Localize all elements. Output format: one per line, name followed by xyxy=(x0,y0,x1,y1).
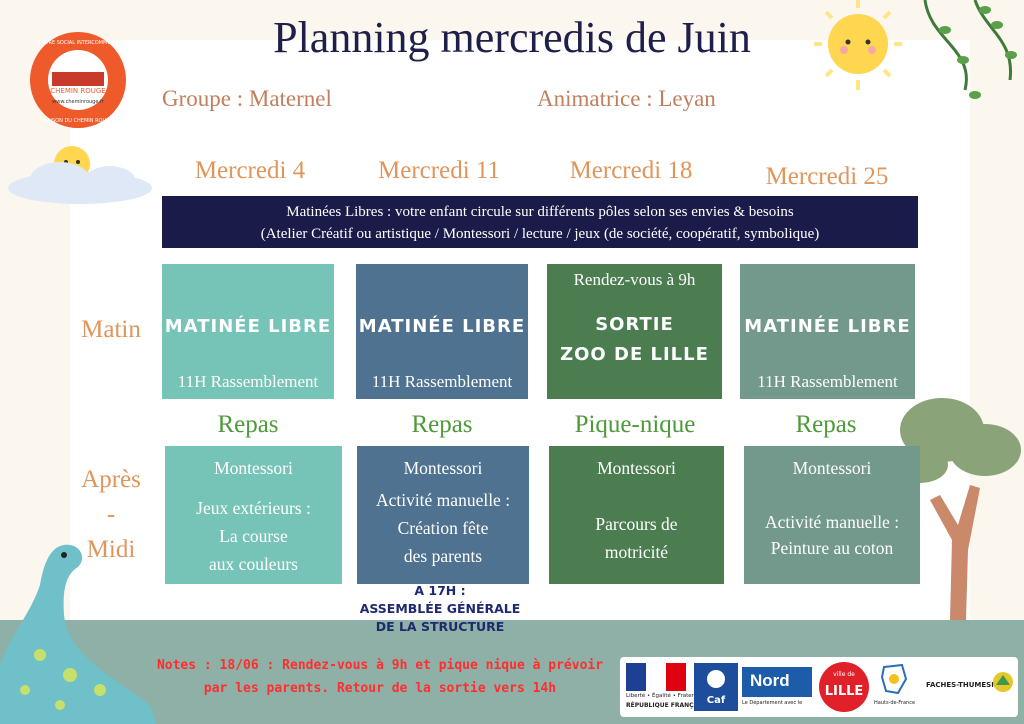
lunch-label-3: Pique-nique xyxy=(574,411,696,438)
afternoon-card-4-line-2: Peinture au coton xyxy=(770,538,894,558)
sun-cloud-icon xyxy=(8,146,152,204)
afternoon-card-1-line-2: La course xyxy=(219,526,288,546)
group-label: Groupe : Maternel xyxy=(162,86,332,111)
morning-card-4: MATINÉE LIBRE 11H Rassemblement xyxy=(740,264,915,399)
lille-sub: ville de xyxy=(833,671,855,678)
general-assembly-note: A 17H : ASSEMBLÉE GÉNÉRALE DE LA STRUCTU… xyxy=(340,582,540,636)
afternoon-card-1-line-3: aux couleurs xyxy=(209,554,298,574)
morning-card-2-title: MATINÉE LIBRE xyxy=(358,316,526,337)
lunch-label-4: Repas xyxy=(795,411,857,438)
row-label-afternoon-1: Après xyxy=(81,466,141,493)
animator-label: Animatrice : Leyan xyxy=(537,86,716,111)
morning-card-3-subtitle: ZOO DE LILLE xyxy=(560,344,709,365)
afternoon-card-2-title: Montessori xyxy=(403,458,483,478)
morning-card-1-title: MATINÉE LIBRE xyxy=(164,316,332,337)
afternoon-card-3: Montessori Parcours de motricité xyxy=(549,446,724,584)
lunch-label-2: Repas xyxy=(411,411,473,438)
banner-line-1: Matinées Libres : votre enfant circule s… xyxy=(286,204,794,220)
day-header-1: Mercredi 4 xyxy=(194,157,306,184)
afternoon-card-2-line-3: des parents xyxy=(403,546,483,566)
morning-card-2-footer: 11H Rassemblement xyxy=(371,372,513,391)
lunch-label-1: Repas xyxy=(217,411,279,438)
morning-card-1: MATINÉE LIBRE 11H Rassemblement xyxy=(162,264,334,399)
dinosaur-icon xyxy=(0,544,156,724)
day-header-4: Mercredi 25 xyxy=(765,163,889,190)
afternoon-card-1-line-1: Jeux extérieurs : xyxy=(196,498,311,518)
notes-text: Notes : 18/06 : Rendez-vous à 9h et piqu… xyxy=(130,654,630,700)
page-title: Planning mercredis de Juin xyxy=(273,13,751,62)
morning-card-2: MATINÉE LIBRE 11H Rassemblement xyxy=(356,264,528,399)
afternoon-card-1-title: Montessori xyxy=(214,458,293,478)
assembly-line-2: ASSEMBLÉE GÉNÉRALE xyxy=(359,601,521,616)
faches-logo-icon xyxy=(993,672,1013,692)
row-label-afternoon-3: Midi xyxy=(86,536,136,563)
row-label-morning: Matin xyxy=(81,316,141,343)
afternoon-card-2: Montessori Activité manuelle : Création … xyxy=(357,446,529,584)
afternoon-card-4: Montessori Activité manuelle : Peinture … xyxy=(744,446,920,584)
afternoon-card-4-title: Montessori xyxy=(792,458,872,478)
logo-bottom: MAISON DU CHEMIN ROUGE xyxy=(43,118,113,124)
row-label-afternoon-2: - xyxy=(106,501,116,528)
caf-logo-icon: Caf xyxy=(694,663,738,711)
morning-card-4-title: MATINÉE LIBRE xyxy=(744,316,911,337)
logo-name: CHEMIN ROUGE xyxy=(50,87,105,95)
logo-url: www.cheminrouge.fr xyxy=(52,99,105,105)
afternoon-card-2-line-2: Création fête xyxy=(397,518,489,538)
afternoon-card-2-line-1: Activité manuelle : xyxy=(375,490,511,510)
row-label-afternoon: Après - Midi xyxy=(66,462,156,567)
caf-text: Caf xyxy=(707,695,726,706)
republique-francaise-flag-icon xyxy=(626,663,686,691)
afternoon-card-1: Montessori Jeux extérieurs : La course a… xyxy=(165,446,342,584)
rf-name: RÉPUBLIQUE FRANÇAISE xyxy=(626,702,709,709)
sun-icon xyxy=(814,0,902,90)
rf-motto: Liberté • Égalité • Fraternité xyxy=(626,693,705,699)
vine-decoration-icon xyxy=(923,0,1017,99)
region-logo-icon xyxy=(880,663,908,695)
centre-social-logo: CHEMIN ROUGE www.cheminrouge.fr CENTRE S… xyxy=(30,32,126,128)
afternoon-card-3-title: Montessori xyxy=(597,458,676,478)
faches-label: FACHES-THUMESNIL xyxy=(926,681,1005,689)
notes-line-2: par les parents. Retour de la sortie ver… xyxy=(203,681,557,696)
afternoon-card-4-line-1: Activité manuelle : xyxy=(764,512,900,532)
day-header-2: Mercredi 11 xyxy=(378,157,500,184)
nord-logo: Nord xyxy=(742,667,812,697)
nord-text: Nord xyxy=(750,671,790,690)
afternoon-card-3-line-1: Parcours de xyxy=(595,514,678,534)
morning-card-3-note: Rendez-vous à 9h xyxy=(573,270,696,289)
morning-card-3-title: SORTIE xyxy=(595,314,674,335)
morning-card-4-footer: 11H Rassemblement xyxy=(757,372,898,391)
assembly-line-3: DE LA STRUCTURE xyxy=(375,619,505,634)
logo-top: CENTRE SOCIAL INTERCOMMUNAL xyxy=(35,40,121,46)
banner-line-2: (Atelier Créatif ou artistique / Montess… xyxy=(260,226,820,242)
morning-card-3: Rendez-vous à 9h SORTIE ZOO DE LILLE xyxy=(547,264,722,399)
afternoon-card-3-line-2: motricité xyxy=(604,542,669,562)
region-label: Hauts-de-France xyxy=(874,700,916,706)
nord-subtitle: Le Département avec le xyxy=(742,700,803,706)
morning-card-1-footer: 11H Rassemblement xyxy=(177,372,319,391)
notes-line-1: Notes : 18/06 : Rendez-vous à 9h et piqu… xyxy=(156,658,604,673)
partner-logos: Liberté • Égalité • Fraternité RÉPUBLIQU… xyxy=(620,657,1018,717)
lille-text: LILLE xyxy=(825,684,864,699)
day-header-3: Mercredi 18 xyxy=(569,157,693,184)
free-morning-banner: Matinées Libres : votre enfant circule s… xyxy=(162,196,918,248)
assembly-line-1: A 17H : xyxy=(414,583,466,598)
lille-logo-icon: ville de LILLE xyxy=(819,662,869,712)
